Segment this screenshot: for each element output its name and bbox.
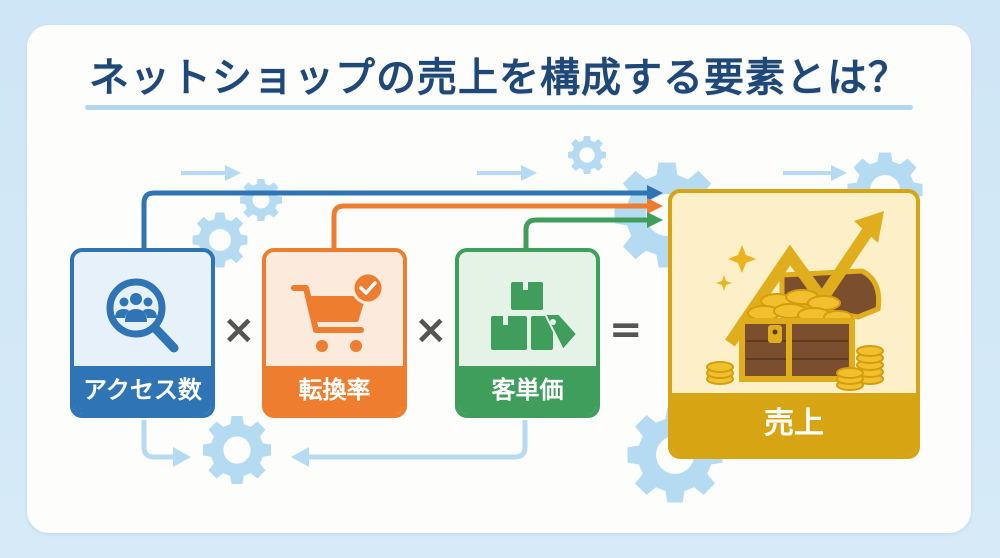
multiply-sign: ×	[222, 307, 256, 353]
treasure-chest-growth-icon	[706, 211, 884, 391]
result-sales-label: 売上	[672, 393, 916, 455]
gear-icon	[240, 179, 282, 221]
factor-unit-price-label: 客単価	[459, 366, 596, 414]
page-title: ネットショップの売上を構成する要素とは？	[89, 55, 909, 101]
factor-access-box: アクセス数	[70, 248, 215, 418]
multiply-sign: ×	[414, 307, 448, 353]
magnifier-users-icon	[106, 278, 179, 353]
factor-unit-price-box: 客単価	[455, 248, 600, 418]
gear-icon	[568, 136, 606, 174]
diagram-card: ネットショップの売上を構成する要素とは？ アクセス数 ×	[27, 25, 971, 533]
factor-conversion-label: 転換率	[266, 366, 403, 414]
cart-check-icon	[291, 271, 385, 352]
result-sales-box: 売上	[668, 189, 920, 459]
factor-conversion-box: 転換率	[262, 248, 407, 418]
title-divider	[85, 105, 913, 110]
background-decor	[141, 136, 923, 503]
boxes-tag-icon	[491, 282, 579, 352]
equals-sign: =	[609, 307, 643, 353]
factor-access-label: アクセス数	[74, 366, 211, 414]
gear-icon	[203, 416, 271, 484]
